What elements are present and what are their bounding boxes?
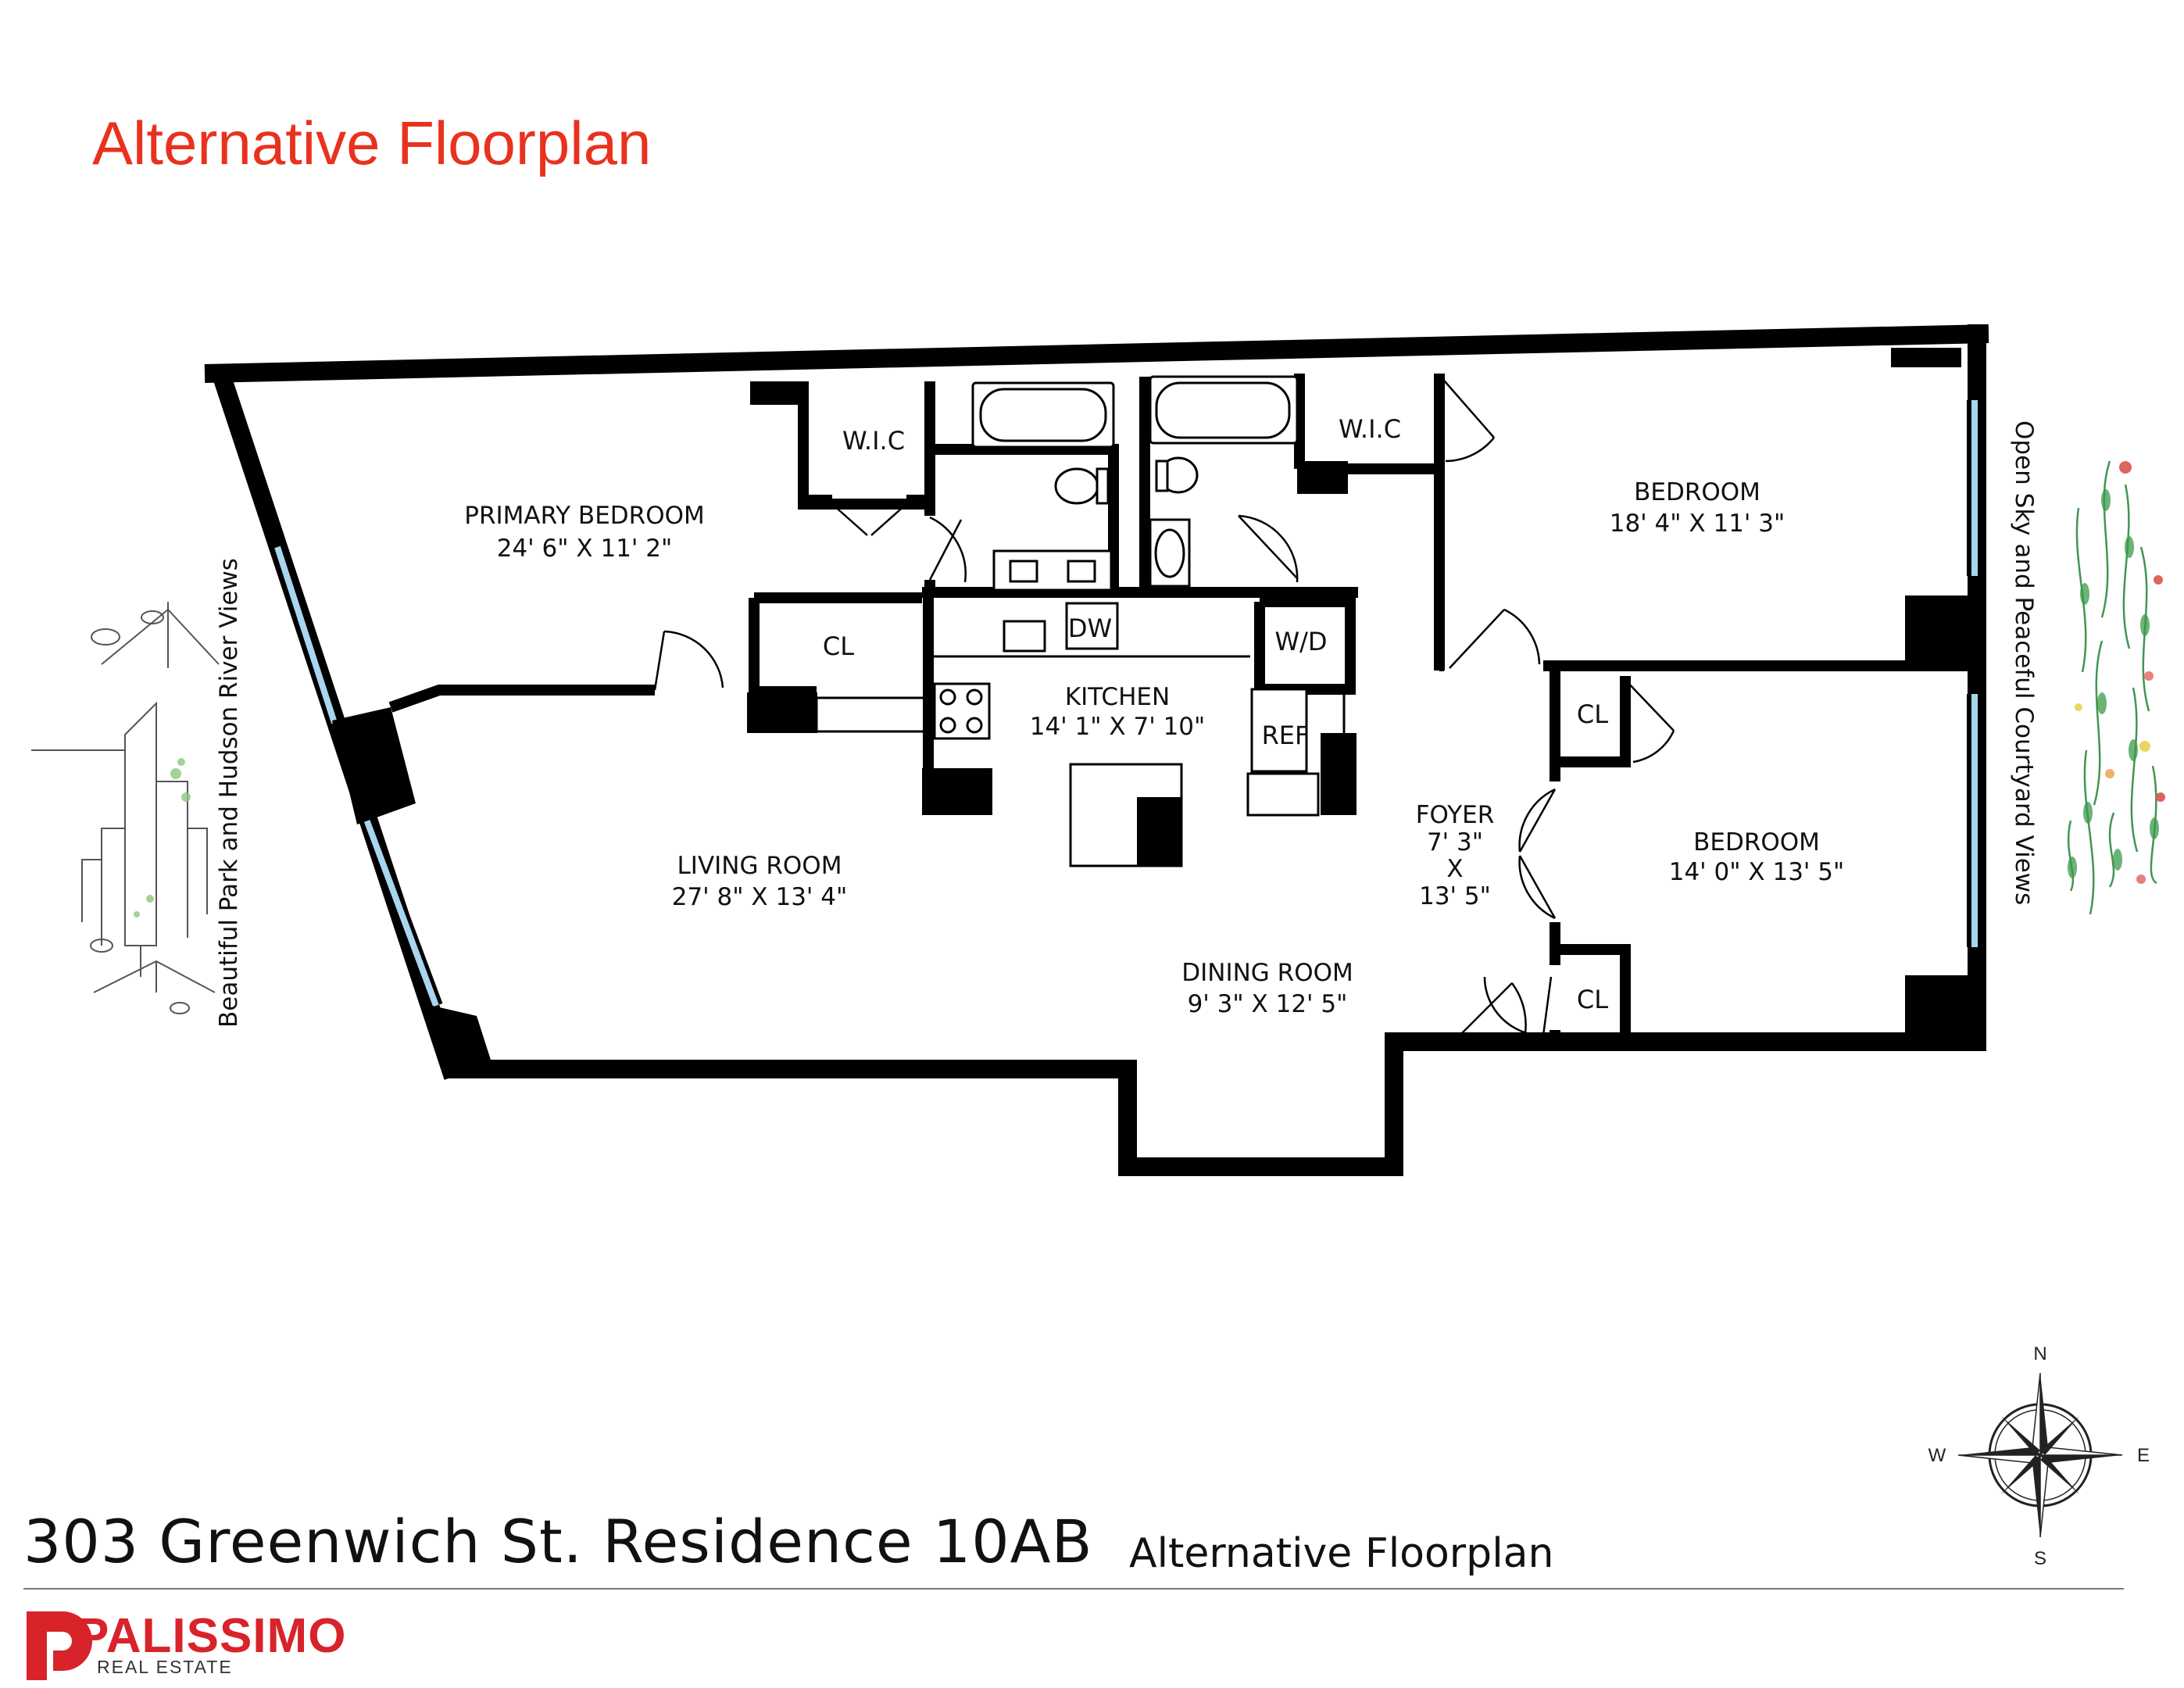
room-name-wic-right: W.I.C [1339,414,1401,444]
listing-address: 303 Greenwich St. Residence 10AB [23,1507,1093,1576]
island-column [1137,797,1181,866]
room-labels: PRIMARY BEDROOM 24' 6" X 11' 2" W.I.C W.… [464,414,1844,1018]
skyline-illustration-icon [31,602,220,1014]
refrigerator-icon [1250,688,1308,773]
fixtures [933,375,1308,773]
room-dims-foyer-3: 13' 5" [1419,882,1491,910]
room-dims-primary-bedroom: 24' 6" X 11' 2" [497,535,673,563]
room-dims-bedroom-se: 14' 0" X 13' 5" [1669,858,1845,886]
room-name-wd: W/D [1274,627,1327,656]
compass-south: S [2034,1548,2046,1569]
doors [653,374,1675,1042]
room-name-living-room: LIVING ROOM [677,852,842,880]
compass-west: W [1928,1445,1946,1466]
room-name-cl-upper: CL [1577,699,1608,729]
room-name-kitchen: KITCHEN [1065,683,1170,711]
footer-divider [23,1588,2124,1590]
west-view-caption: Beautiful Park and Hudson River Views [215,558,243,1028]
footer-subtitle: Alternative Floorplan [1129,1530,1554,1577]
brand-name: PALISSIMO [77,1609,347,1663]
room-name-dw: DW [1068,613,1112,643]
room-name-bedroom-se: BEDROOM [1693,828,1820,857]
columns [332,348,1979,1077]
flower-garden-illustration-icon [2067,460,2165,915]
room-dims-bedroom-ne: 18' 4" X 11' 3" [1610,510,1785,538]
room-name-foyer: FOYER [1416,801,1495,829]
room-name-cl-primary: CL [823,631,854,661]
page-title: Alternative Floorplan [92,109,652,177]
west-windows [270,545,443,1009]
room-dims-foyer-1: 7' 3" [1427,828,1483,857]
compass-east: E [2137,1445,2150,1466]
interior-walls [388,374,1983,1042]
room-dims-dining-room: 9' 3" X 12' 5" [1188,990,1348,1018]
skyline-greenery [134,758,191,917]
room-name-bedroom-ne: BEDROOM [1634,478,1760,506]
room-name-ref: REF [1262,721,1310,750]
room-name-dining-room: DINING ROOM [1181,959,1353,987]
brand-subtitle: REAL ESTATE [97,1657,233,1677]
kitchen-sink-icon [1003,620,1046,653]
room-name-primary-bedroom: PRIMARY BEDROOM [464,502,705,530]
wall-south [445,1032,1983,1176]
room-name-wic-left: W.I.C [842,426,905,456]
wall-north [204,324,1989,383]
room-dims-living-room: 27' 8" X 13' 4" [672,883,848,911]
east-view-caption: Open Sky and Peaceful Courtyard Views [2010,420,2038,905]
toilet-icon [1054,467,1099,505]
compass-north: N [2033,1343,2046,1364]
dishwasher-icon [1065,602,1119,650]
palissimo-logo-icon [27,1611,92,1680]
room-dims-kitchen: 14' 1" X 7' 10" [1030,713,1206,741]
room-name-cl-lower: CL [1577,985,1608,1014]
room-dims-foyer-2: X [1446,855,1463,883]
compass-rose-icon: N S E W [1928,1343,2150,1569]
